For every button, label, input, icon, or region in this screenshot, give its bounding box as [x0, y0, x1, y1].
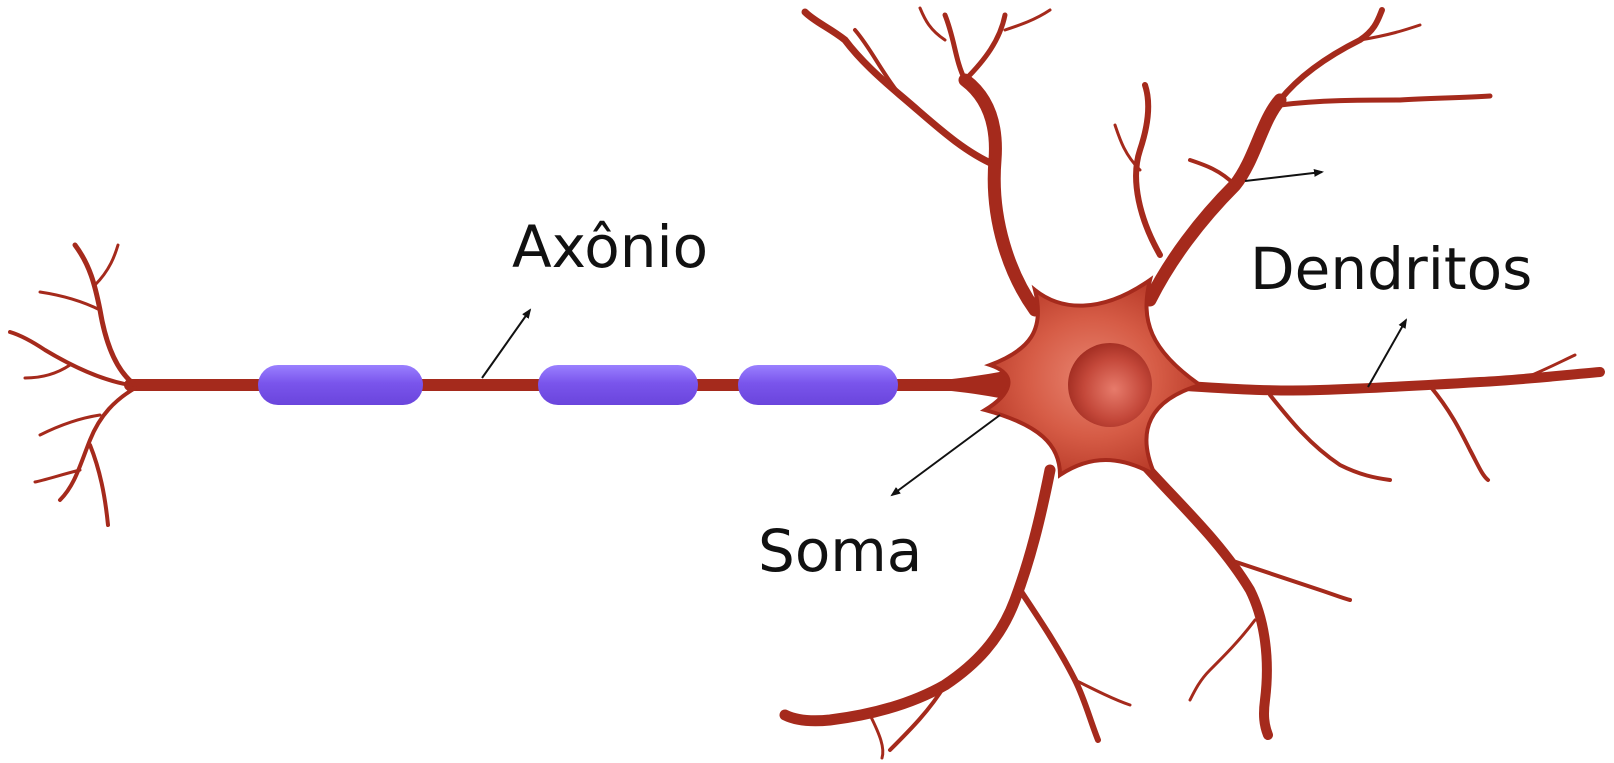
dendrite-branch [962, 12, 1008, 83]
terminal-branch [8, 330, 132, 387]
dendrite-branch [1133, 82, 1163, 258]
axon-label: Axônio [512, 213, 709, 281]
dendrite-branch [888, 683, 947, 752]
terminal-branch [88, 443, 110, 527]
terminal-branch [93, 243, 120, 287]
dendrite-branch [1143, 93, 1287, 307]
dendrite-branch [853, 28, 902, 97]
soma-arrow [890, 414, 1001, 497]
dendrite-branch [1228, 558, 1352, 602]
axon-hillock [880, 370, 1010, 400]
dendrite-branch [1428, 384, 1490, 482]
dendrite-branch [942, 12, 968, 83]
dendrite-branch [1135, 455, 1273, 740]
dendrite-branch [868, 713, 885, 760]
dendrite-branch [1188, 158, 1237, 187]
axon-arrow [481, 308, 532, 379]
dendrite-branch [1113, 123, 1142, 172]
dendrite-branch [1165, 367, 1605, 396]
terminal-branch [23, 363, 72, 380]
myelin-sheath [538, 365, 698, 405]
terminal-branch [38, 413, 102, 437]
soma-label: Soma [758, 517, 923, 585]
myelin-sheaths [258, 365, 898, 405]
terminal-branch [33, 468, 82, 484]
dendrite-branch [918, 6, 947, 42]
dendrites-label: Dendritos [1250, 235, 1533, 303]
axon-terminals [8, 242, 138, 527]
terminal-branch [72, 242, 138, 388]
dendrite-branch [1518, 353, 1577, 382]
dendrite-branch [1073, 678, 1132, 707]
dendrites [779, 6, 1605, 760]
dendrite-branch [801, 8, 999, 169]
myelin-sheath [258, 365, 423, 405]
dendrite-branch [1268, 393, 1392, 482]
dendrite-branch [958, 73, 1042, 317]
pointer-arrows [481, 168, 1407, 497]
terminal-branch [58, 386, 137, 502]
dendrite-branch [1017, 587, 1101, 743]
myelin-sheath [738, 365, 898, 405]
dendrite-branch [1277, 93, 1493, 108]
dendrite-branch [1277, 7, 1385, 103]
dendrite-arrow-upper [1244, 168, 1324, 182]
dendrite-branch [779, 464, 1056, 727]
dendrite-branch [1358, 23, 1422, 42]
dendrite-arrow [1367, 318, 1407, 388]
nucleus [1068, 343, 1152, 427]
terminal-branch [38, 290, 102, 312]
dendrite-branch [1188, 618, 1257, 702]
soma [979, 275, 1205, 480]
dendrite-branch [1003, 8, 1052, 32]
